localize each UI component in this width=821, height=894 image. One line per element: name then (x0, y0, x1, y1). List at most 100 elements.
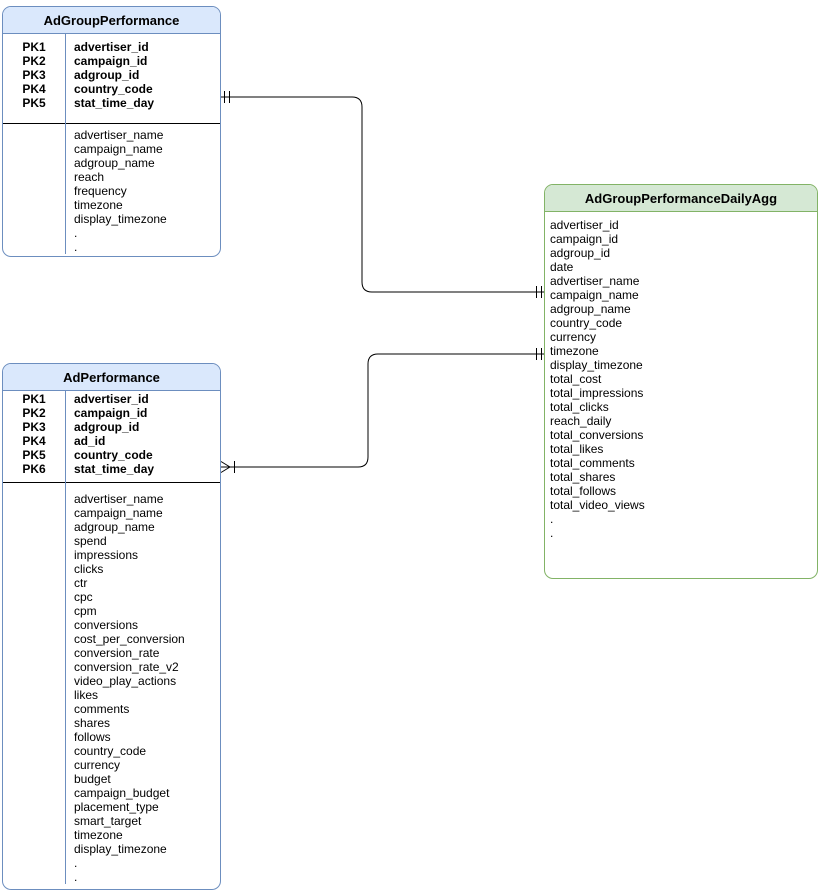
connector-adperformance-dailyagg (220, 348, 544, 473)
field-row: total_conversions (550, 428, 644, 442)
field-row: total_likes (550, 442, 604, 456)
field-row: ctr (74, 576, 88, 590)
field-row: adgroup_name (74, 520, 155, 534)
field-row: display_timezone (74, 842, 167, 856)
pk-key: PK6 (22, 462, 46, 476)
table-title: AdPerformance (3, 364, 220, 391)
entity-adgroupperformancedailyagg: AdGroupPerformanceDailyAgg advertiser_id… (544, 184, 818, 579)
field-row: advertiser_name (74, 492, 164, 506)
field-row: total_cost (550, 372, 602, 386)
field-row: campaign_name (74, 142, 163, 156)
field-row: . (550, 526, 554, 540)
field-row: currency (550, 330, 597, 344)
pk-field-name: ad_id (74, 434, 106, 448)
pk-row: PK3 adgroup_id (3, 420, 220, 434)
pk-key: PK3 (22, 420, 46, 434)
pk-row: PK2 campaign_id (3, 54, 220, 68)
field-row: campaign_name (74, 506, 163, 520)
field-row: advertiser_name (74, 128, 164, 142)
pk-row: PK1 advertiser_id (3, 40, 220, 54)
cardinality-one-and-only-one-ticks (536, 286, 542, 298)
pk-key: PK4 (22, 82, 46, 96)
pk-key: PK5 (22, 96, 46, 110)
pk-row: PK4 ad_id (3, 434, 220, 448)
pk-row: PK3 adgroup_id (3, 68, 220, 82)
field-row: impressions (74, 548, 139, 562)
field-row: reach (74, 170, 105, 184)
field-row: shares (74, 716, 111, 730)
section-divider (3, 123, 220, 124)
field-row: total_video_views (550, 498, 645, 512)
entity-adgroupperformance: AdGroupPerformance PK1 advertiser_id PK2… (2, 6, 221, 257)
pk-key: PK4 (22, 434, 46, 448)
connector-line (221, 96, 544, 293)
pk-field-name: adgroup_id (74, 420, 140, 434)
field-row: follows (74, 730, 111, 744)
pk-column-divider (65, 34, 66, 254)
field-row: country_code (550, 316, 623, 330)
field-row: total_comments (550, 456, 635, 470)
section-divider (3, 482, 220, 483)
field-row: total_impressions (550, 386, 644, 400)
pk-row: PK4 country_code (3, 82, 220, 96)
pk-key: PK1 (22, 392, 46, 406)
pk-field-name: adgroup_id (74, 68, 140, 82)
pk-field-name: advertiser_id (74, 392, 149, 406)
field-row: cost_per_conversion (74, 632, 185, 646)
field-row: adgroup_id (550, 246, 611, 260)
pk-field-name: country_code (74, 82, 153, 96)
field-row: campaign_id (550, 232, 619, 246)
pk-field-name: campaign_id (74, 406, 148, 420)
field-row: . (74, 240, 78, 254)
table-body: PK1 advertiser_id PK2 campaign_id PK3 ad… (3, 34, 220, 254)
field-row: comments (74, 702, 130, 716)
pk-key: PK1 (22, 40, 46, 54)
field-row: date (550, 260, 574, 274)
pk-row: PK5 stat_time_day (3, 96, 220, 110)
field-row: conversion_rate_v2 (74, 660, 179, 674)
pk-row: PK2 campaign_id (3, 406, 220, 420)
pk-key: PK5 (22, 448, 46, 462)
field-row: placement_type (74, 800, 159, 814)
cardinality-one-and-only-one-ticks (536, 348, 542, 360)
field-row: adgroup_name (74, 156, 155, 170)
table-body: PK1 advertiser_id PK2 campaign_id PK3 ad… (3, 391, 220, 884)
field-row: frequency (74, 184, 127, 198)
field-row: . (74, 870, 78, 884)
field-row: reach_daily (550, 414, 612, 428)
pk-field-name: stat_time_day (74, 462, 155, 476)
pk-field-name: stat_time_day (74, 96, 155, 110)
pk-row: PK5 country_code (3, 448, 220, 462)
field-row: display_timezone (550, 358, 643, 372)
connector-adgroupperformance-dailyagg (221, 91, 544, 298)
field-row: timezone (74, 828, 123, 842)
pk-row: PK6 stat_time_day (3, 462, 220, 476)
field-row: country_code (74, 744, 147, 758)
field-row: . (74, 856, 78, 870)
field-row: . (74, 226, 78, 240)
pk-column-divider (65, 391, 66, 884)
field-row: clicks (74, 562, 104, 576)
entity-adperformance: AdPerformance PK1 advertiser_id PK2 camp… (2, 363, 221, 890)
field-row: currency (74, 758, 121, 772)
table-title: AdGroupPerformance (3, 7, 220, 34)
cardinality-one-and-only-one-ticks (224, 91, 230, 103)
field-row: smart_target (74, 814, 142, 828)
field-row: advertiser_name (550, 274, 640, 288)
field-row: total_clicks (550, 400, 609, 414)
field-row: . (550, 512, 554, 526)
field-row: cpm (74, 604, 97, 618)
field-row: display_timezone (74, 212, 167, 226)
field-row: campaign_name (550, 288, 639, 302)
field-row: video_play_actions (74, 674, 177, 688)
field-row: spend (74, 534, 107, 548)
field-row: conversions (74, 618, 139, 632)
field-row: adgroup_name (550, 302, 631, 316)
table-title: AdGroupPerformanceDailyAgg (545, 185, 817, 212)
pk-key: PK3 (22, 68, 46, 82)
field-row: advertiser_id (550, 218, 619, 232)
